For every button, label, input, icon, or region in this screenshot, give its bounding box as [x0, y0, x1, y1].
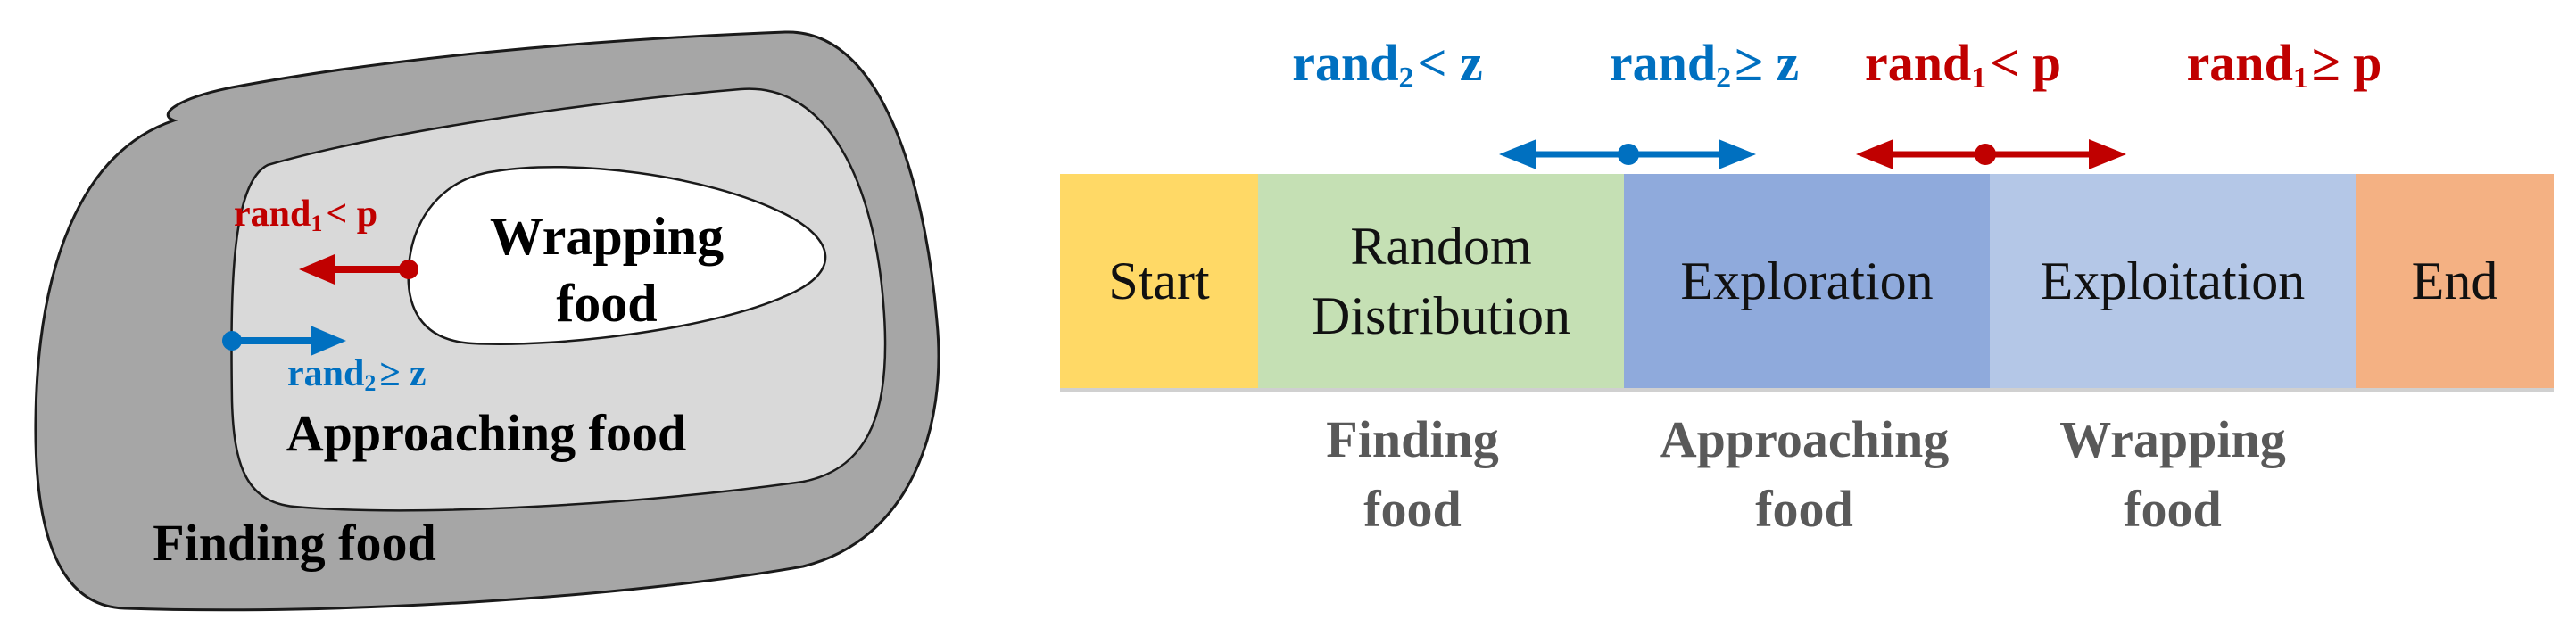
- timeline-box-exploitation: [1990, 174, 2356, 388]
- timeline-box-start: [1060, 174, 1258, 388]
- blue-double-arrow: [1499, 139, 1756, 169]
- phase-label-wrapping-line2: food: [2124, 480, 2222, 538]
- timeline-box-label-exploration: Exploration: [1680, 252, 1933, 310]
- red-double-arrow: [1856, 139, 2126, 169]
- phase-label-approaching-line2: food: [1755, 480, 1853, 538]
- phase-label-finding-line2: food: [1363, 480, 1462, 538]
- inner-region-label-line1: Wrapping: [490, 207, 724, 266]
- inner-region-label-line2: food: [556, 274, 657, 333]
- timeline-box-label-exploitation: Exploitation: [2041, 252, 2306, 310]
- nested-regions-diagram: Wrapping food Approaching food Finding f…: [34, 30, 940, 612]
- timeline-box-label-random-line2: Distribution: [1312, 286, 1570, 345]
- middle-region-label: Approaching food: [286, 404, 687, 462]
- blue-transition-arrow: [222, 326, 346, 356]
- red-transition-arrow: [299, 254, 418, 285]
- timeline-box-end: [2356, 174, 2554, 388]
- timeline-box-label-end: End: [2412, 252, 2498, 310]
- timeline-box-exploration: [1624, 174, 1990, 388]
- timeline-box-random: [1258, 174, 1624, 388]
- blue-arrow-label: rand2≥ z: [287, 353, 427, 396]
- timeline-shadow: [1060, 388, 2554, 392]
- phase-label-approaching-line1: Approaching: [1660, 410, 1949, 468]
- timeline-box-label-start: Start: [1108, 252, 1210, 310]
- phase-label-finding-line1: Finding: [1326, 410, 1498, 468]
- phase-label-wrapping-line1: Wrapping: [2059, 410, 2286, 468]
- condition-label-3: rand1< p: [1865, 34, 2061, 95]
- red-arrow-label: rand1< p: [234, 194, 377, 236]
- condition-label-4: rand1≥ p: [2187, 34, 2382, 95]
- condition-label-2: rand2≥ z: [1610, 34, 1799, 95]
- condition-label-1: rand2< z: [1292, 34, 1483, 95]
- outer-region-label: Finding food: [153, 514, 436, 572]
- timeline-box-label-random-line1: Random: [1350, 217, 1531, 276]
